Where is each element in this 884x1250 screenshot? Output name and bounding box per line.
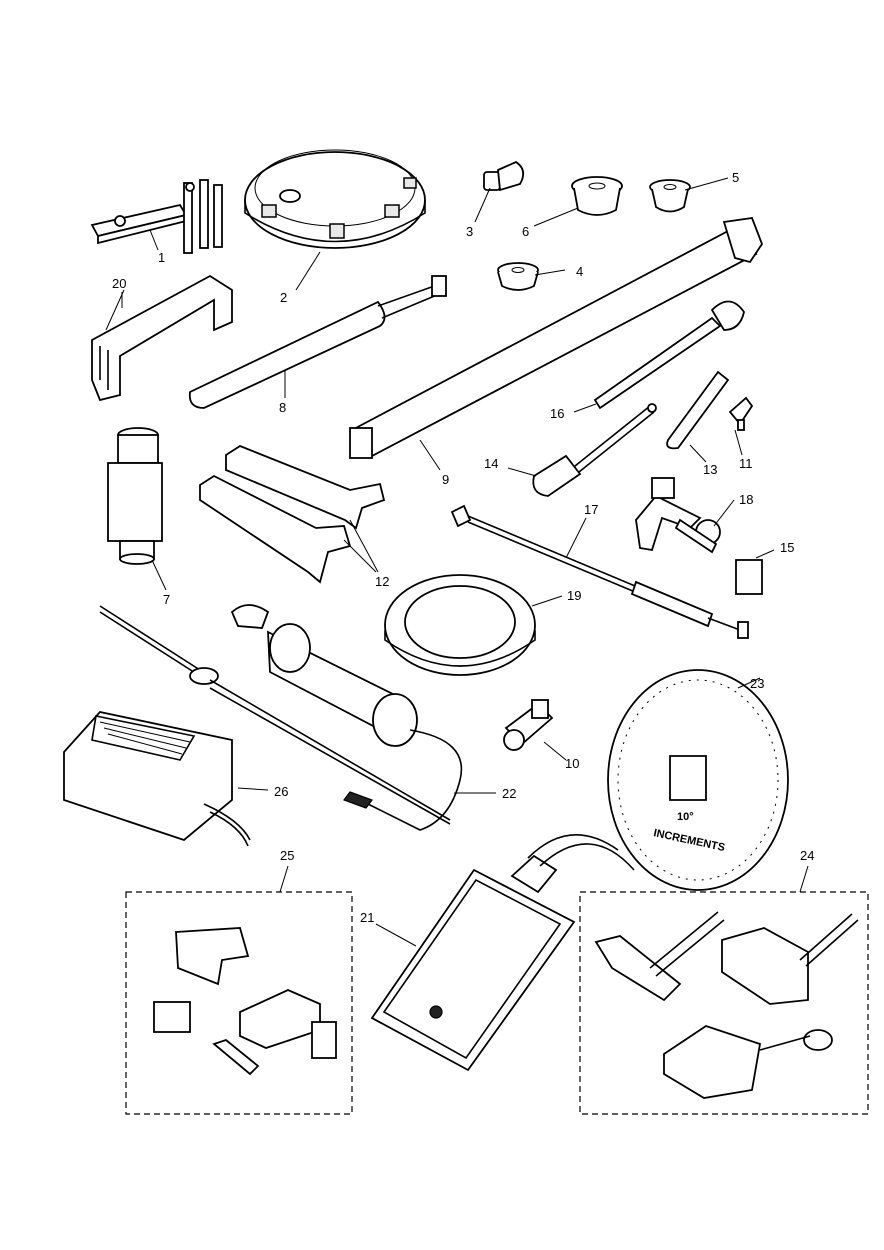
callout-9: 9 xyxy=(442,472,449,487)
callout-10: 10 xyxy=(565,756,579,771)
callout-25: 25 xyxy=(280,848,294,863)
part-26-coil-unit xyxy=(63,711,251,847)
part-25-kit-box xyxy=(125,891,353,1115)
part-1-bracket xyxy=(90,179,223,254)
callout-20: 20 xyxy=(112,276,126,291)
callout-12: 12 xyxy=(375,574,389,589)
callout-16: 16 xyxy=(550,406,564,421)
callout-5: 5 xyxy=(732,170,739,185)
callout-8: 8 xyxy=(279,400,286,415)
callout-26: 26 xyxy=(274,784,288,799)
part-21-diagnostic-unit xyxy=(370,833,635,1072)
part-15-card xyxy=(735,559,763,595)
part-2-dome-plate xyxy=(244,149,426,249)
callout-13: 13 xyxy=(703,462,717,477)
callout-22: 22 xyxy=(502,786,516,801)
callout-11: 11 xyxy=(739,456,753,471)
part-6-cup xyxy=(571,176,623,216)
part-23-degree-wheel xyxy=(607,669,789,891)
callout-6: 6 xyxy=(522,224,529,239)
part-11-nipple xyxy=(728,396,754,431)
part-18-clamp xyxy=(635,477,721,554)
part-5-cup xyxy=(649,179,691,213)
part-3-drift xyxy=(483,160,525,192)
part-4-cup xyxy=(497,262,539,291)
part-24-kit-box xyxy=(579,891,869,1115)
part-8-rod xyxy=(188,275,447,409)
part-10-fitting xyxy=(503,699,554,751)
callout-1: 1 xyxy=(158,250,165,265)
callout-19: 19 xyxy=(567,588,581,603)
callout-17: 17 xyxy=(584,502,598,517)
callout-4: 4 xyxy=(576,264,583,279)
callout-18: 18 xyxy=(739,492,753,507)
part-14-socket xyxy=(532,403,657,497)
callout-14: 14 xyxy=(484,456,498,471)
part-17-rod xyxy=(450,504,749,639)
callout-labels: 1 2 3 4 5 6 7 8 9 10 11 12 13 14 15 16 1… xyxy=(112,170,814,925)
part-20-clip xyxy=(91,274,233,402)
part-13-pin xyxy=(666,370,730,450)
callout-24: 24 xyxy=(800,848,814,863)
part-12-spanners xyxy=(199,444,386,584)
part-16-bar xyxy=(593,300,745,410)
leader-lines xyxy=(105,177,809,947)
part-9-tube xyxy=(349,217,764,459)
callout-15: 15 xyxy=(780,540,794,555)
callout-21: 21 xyxy=(360,910,374,925)
part-7-cylinder xyxy=(107,427,163,565)
callout-23: 23 xyxy=(750,676,764,691)
callout-3: 3 xyxy=(466,224,473,239)
part-22-grease-gun xyxy=(99,604,463,831)
degree-wheel-line1: 10° xyxy=(677,811,694,823)
callout-7: 7 xyxy=(163,592,170,607)
part-19-ring xyxy=(384,574,536,676)
callout-2: 2 xyxy=(280,290,287,305)
